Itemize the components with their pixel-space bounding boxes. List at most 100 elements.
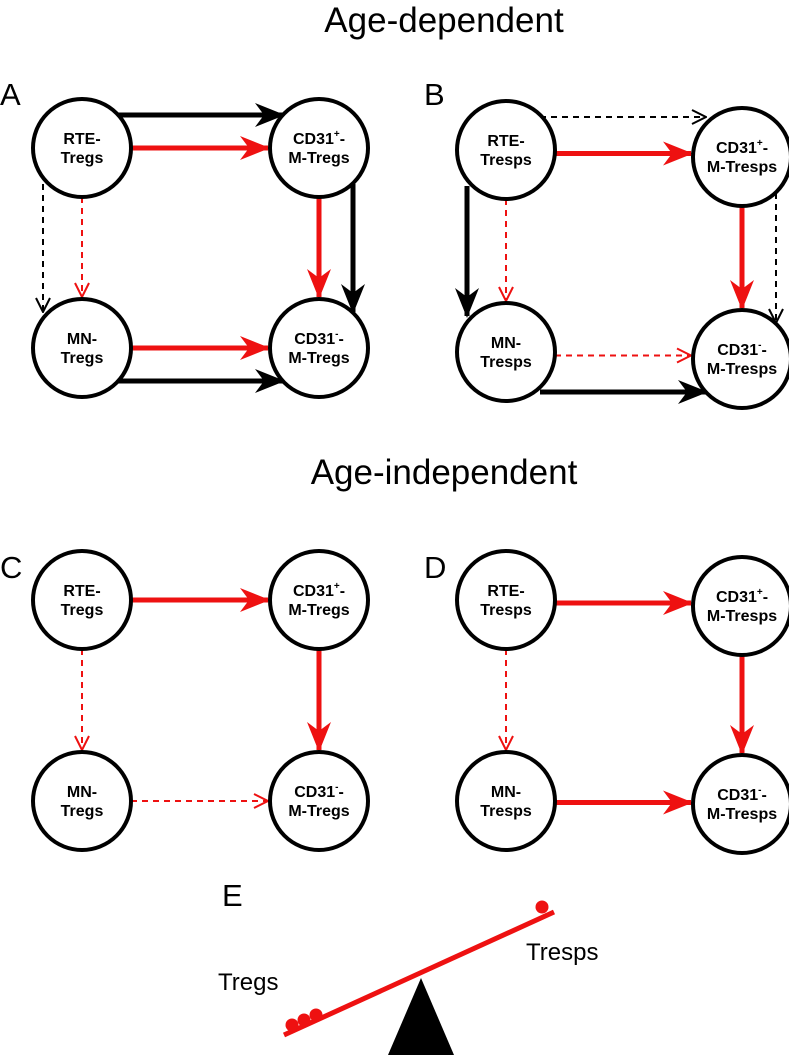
node-label-suffix: - — [340, 583, 345, 600]
node-superscript: - — [758, 785, 761, 796]
panel-e: E Tregs Tresps — [218, 878, 598, 1055]
node-circle — [455, 99, 557, 201]
node-label-line2: M-Tregs — [288, 602, 349, 619]
node-rte: RTE- Tregs — [31, 97, 133, 199]
tresp-weight — [535, 900, 549, 914]
node-cd31p: CD31+- M-Tresps — [691, 106, 789, 208]
node-cd31m: CD31-- M-Tresps — [691, 753, 789, 855]
node-superscript: - — [335, 782, 338, 793]
node-label-line2: M-Tregs — [288, 803, 349, 820]
node-label-line1: CD31+- — [716, 587, 768, 606]
node-label-suffix: - — [761, 342, 766, 359]
node-cd31p: CD31+- M-Tresps — [691, 555, 789, 657]
node-label-line2: M-Tresps — [707, 608, 777, 625]
node-superscript: - — [335, 329, 338, 340]
seesaw-beam — [282, 909, 556, 1038]
node-mn: MN- Tresps — [455, 750, 557, 852]
node-label-line1: CD31-- — [294, 782, 344, 801]
node-label-line2: Tresps — [480, 354, 532, 371]
node-label-suffix: - — [761, 787, 766, 804]
node-circle — [455, 301, 557, 403]
node-circle — [691, 106, 789, 208]
heading-age-dependent: Age-dependent — [324, 1, 564, 40]
treg-weight — [309, 1008, 323, 1022]
seesaw-fulcrum — [388, 978, 454, 1055]
panel-letter-d: D — [424, 550, 446, 585]
node-label-suffix: - — [338, 784, 343, 801]
node-label-line2: M-Tresps — [707, 806, 777, 823]
node-label-line1: CD31-- — [717, 785, 767, 804]
node-circle — [31, 750, 133, 852]
node-circle — [691, 753, 789, 855]
treg-weight — [285, 1018, 299, 1032]
node-circle — [31, 97, 133, 199]
node-rte: RTE- Tresps — [455, 99, 557, 201]
panel-a: ARTE-TregsCD31+-M-TregsMN-TregsCD31--M-T… — [0, 77, 370, 399]
panel-letter-a: A — [0, 77, 21, 112]
tregs-label: Tregs — [218, 969, 278, 996]
node-label-line1: CD31-- — [294, 329, 344, 348]
node-circle — [31, 549, 133, 651]
node-rte: RTE- Tregs — [31, 549, 133, 651]
node-cd31m: CD31-- M-Tresps — [691, 308, 789, 410]
node-circle — [691, 555, 789, 657]
node-superscript: + — [757, 587, 763, 598]
node-label-line2: Tregs — [61, 150, 104, 167]
panel-c: CRTE-TregsCD31+-M-TregsMN-TregsCD31--M-T… — [0, 549, 370, 852]
node-label-line1: RTE- — [63, 131, 100, 148]
node-label-line1: CD31+- — [716, 138, 768, 157]
node-label-line2: Tresps — [480, 803, 532, 820]
panel-letter-b: B — [424, 77, 445, 112]
node-mn: MN- Tresps — [455, 301, 557, 403]
node-label-line2: Tresps — [480, 602, 532, 619]
node-label-line1: CD31-- — [717, 340, 767, 359]
node-circle — [268, 549, 370, 651]
node-cd31p: CD31+- M-Tregs — [268, 549, 370, 651]
node-circle — [268, 297, 370, 399]
node-cd31m: CD31-- M-Tregs — [268, 297, 370, 399]
node-mn: MN- Tregs — [31, 297, 133, 399]
node-circle — [268, 97, 370, 199]
tresps-label: Tresps — [526, 939, 598, 966]
node-label-line1: RTE- — [63, 583, 100, 600]
node-circle — [268, 750, 370, 852]
heading-age-independent: Age-independent — [311, 453, 578, 492]
panel-letter-e: E — [222, 878, 243, 913]
node-circle — [455, 549, 557, 651]
node-label-line2: M-Tresps — [707, 361, 777, 378]
node-label-suffix: - — [338, 331, 343, 348]
node-superscript: + — [757, 138, 763, 149]
node-label-line1: MN- — [491, 335, 521, 352]
node-label-line1: MN- — [67, 331, 97, 348]
node-circle — [691, 308, 789, 410]
node-label-line1: RTE- — [487, 133, 524, 150]
node-mn: MN- Tregs — [31, 750, 133, 852]
node-label-line2: Tregs — [61, 350, 104, 367]
node-label-line2: M-Tresps — [707, 159, 777, 176]
node-label-line2: Tresps — [480, 152, 532, 169]
node-label-suffix: - — [763, 589, 768, 606]
node-cd31m: CD31-- M-Tregs — [268, 750, 370, 852]
panels-layer: ARTE-TregsCD31+-M-TregsMN-TregsCD31--M-T… — [0, 77, 789, 855]
node-label-suffix: - — [763, 140, 768, 157]
seesaw-weights — [285, 900, 549, 1032]
node-label-line1: RTE- — [487, 583, 524, 600]
panel-letter-c: C — [0, 550, 22, 585]
node-circle — [455, 750, 557, 852]
panel-d: DRTE-TrespsCD31+-M-TrespsMN-TrespsCD31--… — [424, 549, 789, 855]
node-cd31p: CD31+-M-Tregs — [268, 97, 370, 199]
node-label-line1: MN- — [67, 784, 97, 801]
node-label-line2: M-Tregs — [288, 350, 349, 367]
node-label-line2: Tregs — [61, 602, 104, 619]
node-superscript: + — [334, 581, 340, 592]
panel-b: BRTE-TrespsCD31+-M-TrespsMN-TrespsCD31--… — [424, 77, 789, 410]
node-superscript: + — [334, 129, 340, 140]
node-rte: RTE- Tresps — [455, 549, 557, 651]
node-label-line2: Tregs — [61, 803, 104, 820]
node-superscript: - — [758, 340, 761, 351]
node-label-line1: CD31+- — [293, 581, 345, 600]
node-label-suffix: - — [340, 131, 345, 148]
node-label-line1: MN- — [491, 784, 521, 801]
node-label-line2: M-Tregs — [288, 150, 349, 167]
